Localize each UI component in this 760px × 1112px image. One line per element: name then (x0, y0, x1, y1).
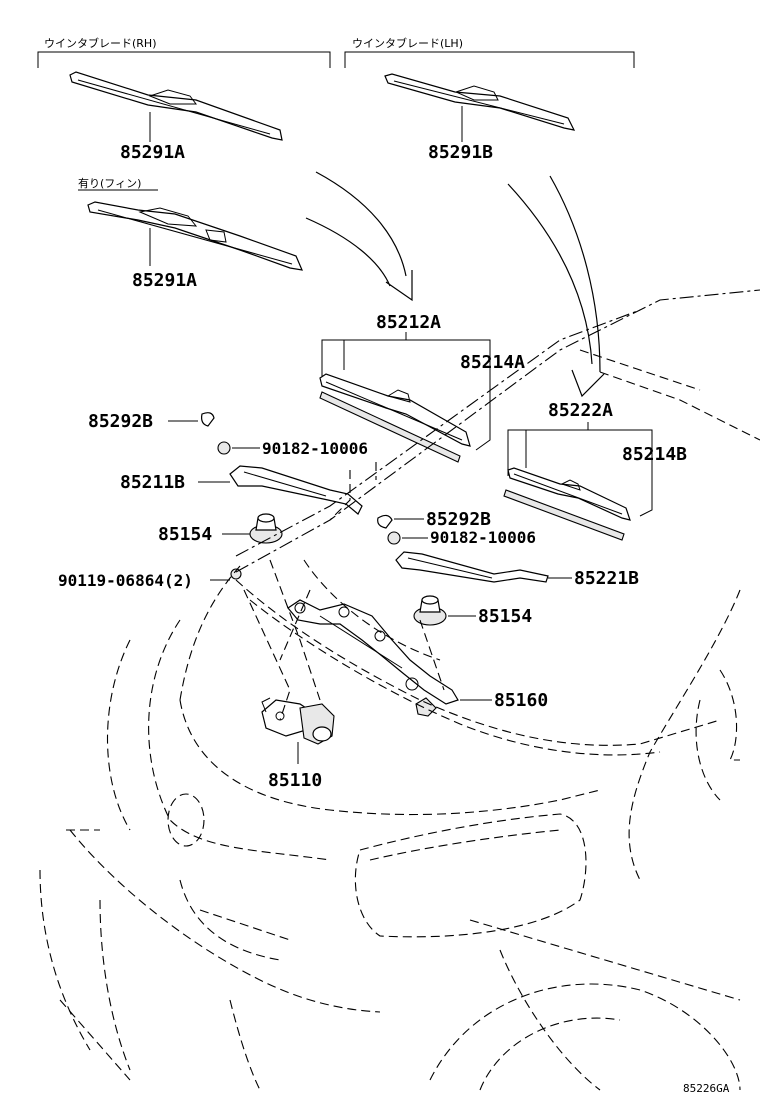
label-85291b: 85291B (428, 142, 493, 163)
diagram-code: 85226GA (683, 1082, 730, 1095)
arrow-left (305, 171, 413, 302)
label-85292b-right: 85292B (426, 509, 491, 530)
label-85212a: 85212A (376, 312, 441, 333)
bracket-85212a (321, 339, 491, 451)
label-85222a: 85222A (548, 400, 613, 421)
winter-blade-lh (384, 73, 576, 131)
label-85221b: 85221B (574, 568, 639, 589)
bracket-rh (37, 51, 331, 68)
bracket-85222a (507, 429, 653, 517)
cap-85292b-right (377, 514, 393, 529)
label-85291a-fin: 85291A (132, 270, 197, 291)
label-85291a-top: 85291A (120, 142, 185, 163)
cap-85292b-left (201, 412, 215, 427)
label-85214b: 85214B (622, 444, 687, 465)
wiper-arm-rh (229, 465, 363, 515)
label-90182-left: 90182-10006 (262, 439, 368, 458)
nut-90182-left (217, 441, 231, 455)
label-85160: 85160 (494, 690, 548, 711)
vehicle-outline (39, 289, 760, 1091)
bolt-90119 (230, 568, 242, 580)
label-85110: 85110 (268, 770, 322, 791)
header-blade-lh: ウインタブレード(LH) (352, 36, 463, 50)
wiper-blade-rh (319, 373, 471, 463)
bracket-lh (344, 51, 635, 68)
label-85211b: 85211B (120, 472, 185, 493)
pivot-cap-left (249, 513, 283, 544)
fin-note: 有り(フィン) (78, 176, 141, 190)
wiper-arm-lh (395, 551, 549, 583)
header-blade-rh: ウインタブレード(RH) (44, 36, 157, 50)
label-90182-right: 90182-10006 (430, 528, 536, 547)
arrow-right (507, 175, 605, 398)
pivot-cap-right (413, 595, 447, 626)
winter-blade-fin (87, 201, 303, 271)
wiper-blade-lh (503, 467, 631, 541)
label-90119: 90119-06864(2) (58, 571, 193, 590)
label-85214a: 85214A (460, 352, 525, 373)
label-85154-left: 85154 (158, 524, 212, 545)
label-85154-right: 85154 (478, 606, 532, 627)
wiper-motor (261, 697, 335, 745)
nut-90182-right (387, 531, 401, 545)
label-85292b-left: 85292B (88, 411, 153, 432)
winter-blade-rh (69, 71, 283, 141)
